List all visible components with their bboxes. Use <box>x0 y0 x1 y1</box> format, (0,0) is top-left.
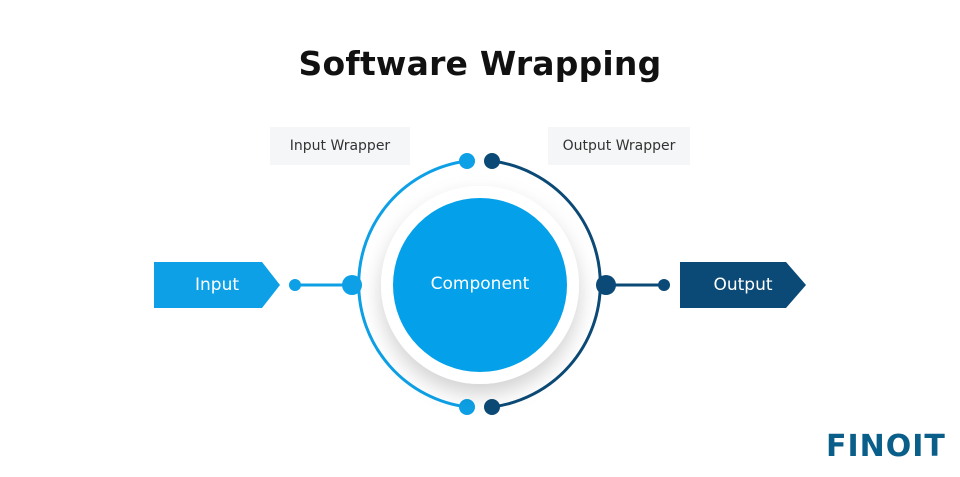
input-wrapper-tag: Input Wrapper <box>270 127 410 165</box>
input-junction-dot <box>342 275 362 295</box>
component-circle <box>393 198 567 372</box>
output-wrapper-top-dot <box>484 153 500 169</box>
input-wrapper-bottom-dot <box>459 399 475 415</box>
output-connector-dot <box>658 279 670 291</box>
diagram-title: Software Wrapping <box>298 44 662 83</box>
input-connector-dot <box>289 279 301 291</box>
output-wrapper-tag: Output Wrapper <box>548 127 690 165</box>
input-arrow <box>154 262 280 308</box>
output-wrapper-bottom-dot <box>484 399 500 415</box>
finoit-logo: FINOIT <box>826 429 946 464</box>
output-label: Output <box>713 275 773 295</box>
output-junction-dot <box>596 275 616 295</box>
component-label: Component <box>430 274 530 294</box>
input-label: Input <box>194 275 240 295</box>
input-wrapper-top-dot <box>459 153 475 169</box>
output-arrow <box>680 262 806 308</box>
